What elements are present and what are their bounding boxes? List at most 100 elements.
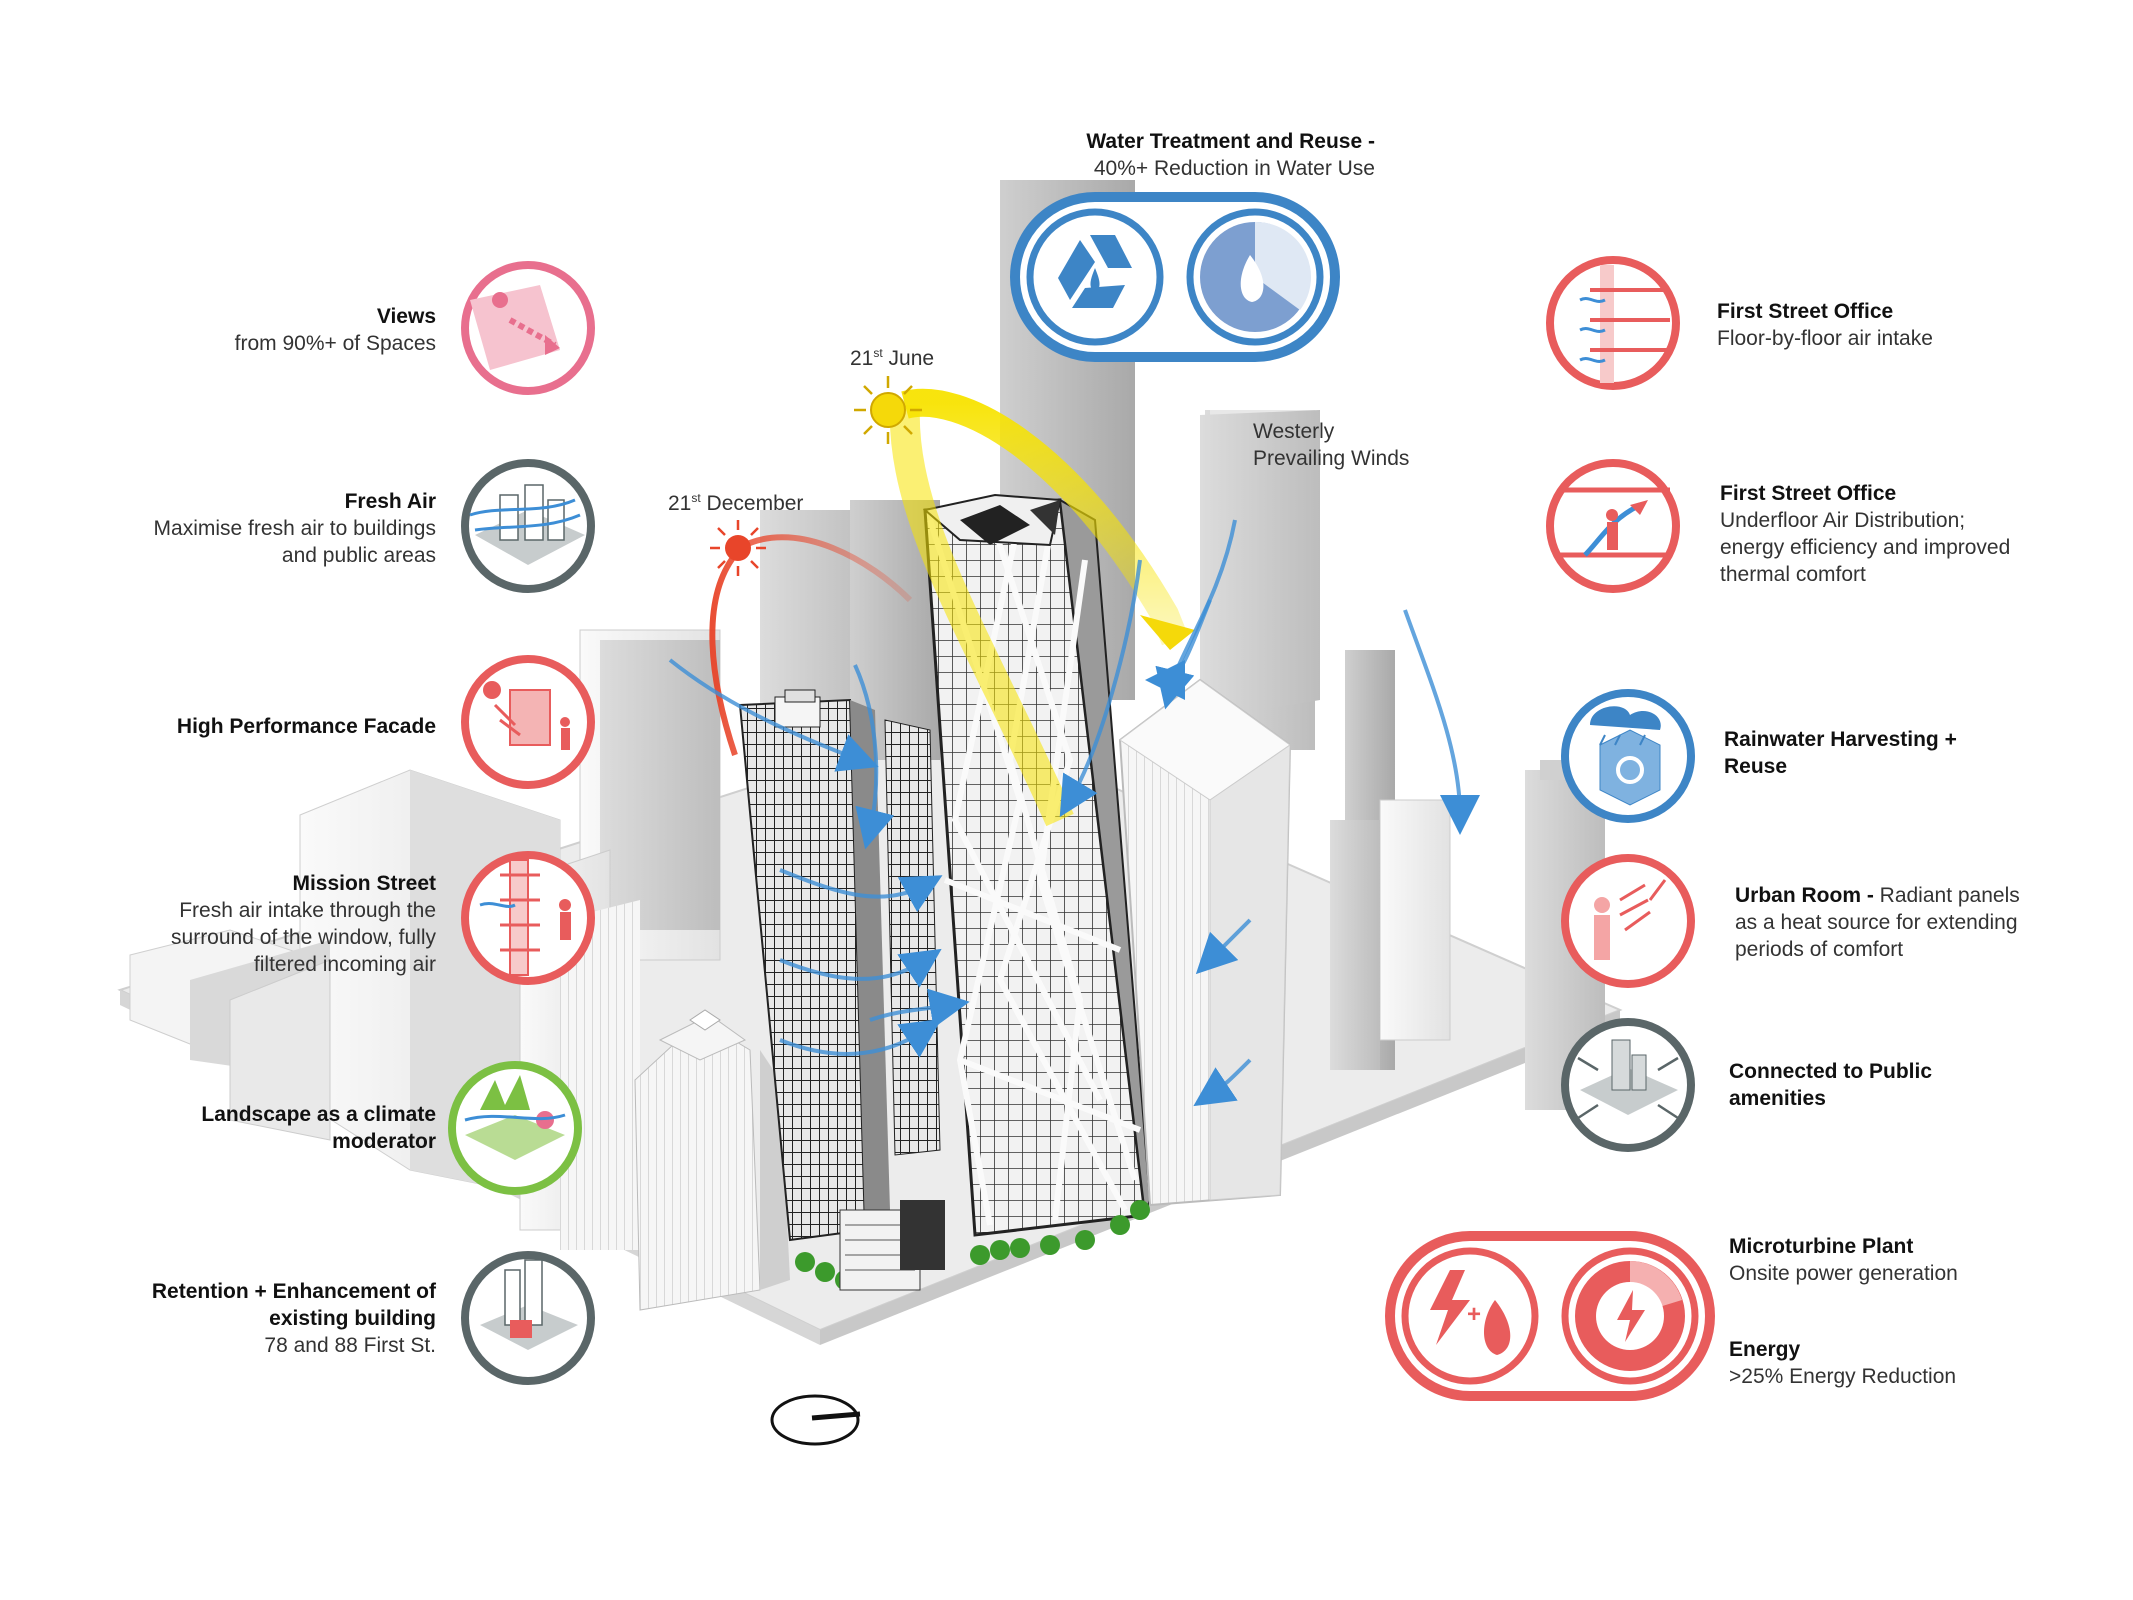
- landscape-title: Landscape as a climate: [201, 1103, 436, 1126]
- june-suffix: st: [873, 346, 883, 360]
- landscape-line1: moderator: [332, 1130, 436, 1153]
- microturbine-title: Microturbine Plant: [1729, 1235, 1914, 1258]
- water-title: Water Treatment and Reuse -: [1086, 130, 1375, 153]
- circle-amenities: [1561, 1018, 1695, 1152]
- june-sun-path-lower: [889, 404, 1074, 827]
- urban-room-line2: as a heat source for extending: [1735, 911, 2018, 934]
- amenities-label: Connected to Public amenities: [1729, 1058, 1932, 1112]
- rainwater-icon: [1590, 706, 1661, 806]
- water-detail: 40%+ Reduction in Water Use: [1093, 157, 1375, 180]
- wind-arrows: [668, 519, 1480, 1107]
- december-suffix: st: [691, 491, 701, 505]
- energy-label: Energy >25% Energy Reduction: [1729, 1336, 1956, 1390]
- fresh-air-label: Fresh Air Maximise fresh air to building…: [154, 488, 436, 569]
- circle-rainwater: [1561, 689, 1695, 823]
- circle-floor-air: [1546, 256, 1680, 390]
- rainwater-label: Rainwater Harvesting + Reuse: [1724, 726, 1957, 780]
- energy-detail: >25% Energy Reduction: [1729, 1365, 1957, 1388]
- fresh-air-line1: Maximise fresh air to buildings: [153, 517, 436, 540]
- urban-room-line3: periods of comfort: [1735, 938, 1904, 961]
- microturbine-label: Microturbine Plant Onsite power generati…: [1729, 1233, 1958, 1287]
- small-podium-building: [839, 1200, 945, 1291]
- landscape-icon: [464, 1075, 566, 1160]
- energy-dial-icon: [1575, 1261, 1685, 1371]
- white-tower-right: [1118, 678, 1292, 1207]
- underfloor-title: First Street Office: [1720, 482, 1897, 505]
- fresh-air-line2: and public areas: [281, 544, 436, 567]
- rainwater-title: Rainwater Harvesting +: [1724, 728, 1957, 751]
- december-day: 21: [668, 492, 692, 515]
- underfloor-air-icon: [1560, 487, 1670, 558]
- energy-capsule: +: [1385, 1231, 1715, 1401]
- recycle-icon: [1058, 235, 1132, 308]
- water-drop-dial-icon: [1200, 221, 1312, 332]
- circle-retention: [461, 1251, 595, 1385]
- fresh-air-buildings-icon: [469, 484, 585, 565]
- december-sun-icon: [710, 520, 766, 576]
- facade-label: High Performance Facade: [177, 713, 436, 740]
- circle-facade: [461, 655, 595, 789]
- june-day: 21: [850, 347, 874, 370]
- art-deco-building: [634, 1009, 790, 1311]
- circle-mission-street: [461, 851, 595, 985]
- circle-fresh-air: [461, 459, 595, 593]
- energy-title: Energy: [1729, 1338, 1801, 1361]
- mission-street-line1: Fresh air intake through the: [179, 899, 436, 922]
- eye-view-icon: [470, 285, 560, 370]
- urban-room-title: Urban Room -: [1735, 884, 1874, 907]
- retention-label: Retention + Enhancement of existing buil…: [152, 1278, 436, 1359]
- amenities-line1: amenities: [1729, 1087, 1826, 1110]
- urban-room-line1: Radiant panels: [1873, 884, 2020, 907]
- floor-air-intake-icon: [1579, 265, 1670, 383]
- winds-label: Westerly Prevailing Winds: [1253, 418, 1409, 472]
- retention-line2: 78 and 88 First St.: [264, 1334, 436, 1357]
- underfloor-label: First Street Office Underfloor Air Distr…: [1720, 480, 2010, 588]
- facade-title: High Performance Facade: [176, 715, 436, 738]
- june-month: June: [888, 347, 935, 370]
- december-sun-path: [709, 534, 913, 756]
- circle-landscape: [448, 1061, 582, 1195]
- views-title: Views: [376, 305, 436, 328]
- radiant-panel-icon: [1594, 879, 1667, 960]
- underfloor-line3: thermal comfort: [1720, 563, 1866, 586]
- water-label: Water Treatment and Reuse - 40%+ Reducti…: [1045, 128, 1375, 182]
- circle-views: [461, 261, 595, 395]
- floor-air-title: First Street Office: [1717, 300, 1894, 323]
- december-month: December: [706, 492, 804, 515]
- floor-air-label: First Street Office Floor-by-floor air i…: [1717, 298, 1933, 352]
- june-sun-icon: [854, 376, 922, 444]
- lightning-flame-icon: +: [1430, 1270, 1511, 1355]
- views-line: from 90%+ of Spaces: [234, 332, 436, 355]
- views-label: Views from 90%+ of Spaces: [235, 303, 436, 357]
- june-label: 21st June: [850, 340, 934, 372]
- underfloor-line2: energy efficiency and improved: [1720, 536, 2011, 559]
- mission-street-label: Mission Street Fresh air intake through …: [171, 870, 436, 978]
- retention-line1: existing building: [269, 1307, 436, 1330]
- underfloor-line1: Underfloor Air Distribution;: [1720, 509, 1966, 532]
- circle-underfloor: [1546, 459, 1680, 593]
- mission-street-line2: surround of the window, fully: [171, 926, 436, 949]
- fresh-air-title: Fresh Air: [344, 490, 436, 513]
- landscape-label: Landscape as a climate moderator: [201, 1101, 436, 1155]
- left-lowrise-blocks: [129, 769, 640, 1250]
- facade-sun-icon: [483, 681, 570, 750]
- amenities-title: Connected to Public: [1729, 1060, 1933, 1083]
- rainwater-line1: Reuse: [1724, 755, 1788, 778]
- floor-air-line1: Floor-by-floor air intake: [1717, 327, 1933, 350]
- winds-line1: Westerly: [1253, 420, 1335, 443]
- street-trees: [795, 1200, 1150, 1290]
- mission-street-line3: filtered incoming air: [253, 953, 436, 976]
- microturbine-detail: Onsite power generation: [1729, 1262, 1958, 1285]
- june-sun-arrowhead: [1140, 615, 1195, 650]
- window-air-intake-icon: [479, 859, 571, 976]
- svg-text:+: +: [1467, 1301, 1481, 1328]
- public-amenities-icon: [1577, 1039, 1679, 1120]
- mission-street-title: Mission Street: [292, 872, 436, 895]
- existing-building-icon: [480, 1259, 578, 1350]
- urban-room-label: Urban Room - Radiant panels as a heat so…: [1735, 882, 2020, 963]
- retention-title: Retention + Enhancement of: [151, 1280, 436, 1303]
- north-arrow-icon: [770, 1394, 861, 1446]
- winds-line2: Prevailing Winds: [1253, 447, 1410, 470]
- circle-urban-room: [1561, 854, 1695, 988]
